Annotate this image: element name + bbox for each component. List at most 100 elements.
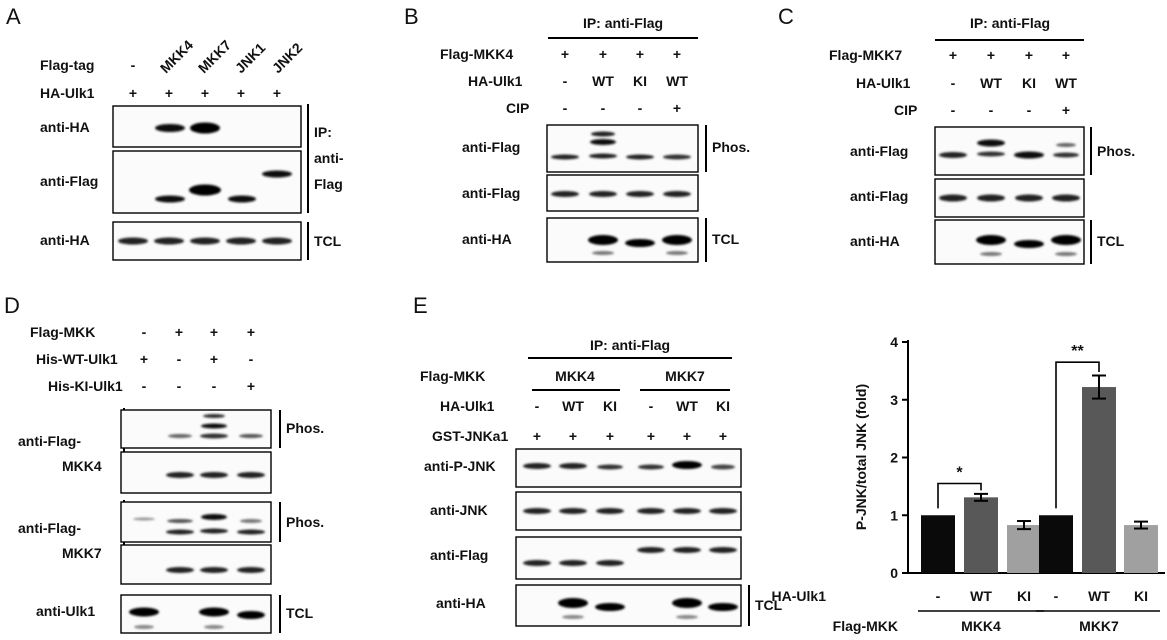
band bbox=[626, 154, 654, 160]
blot-strip-a-2 bbox=[112, 150, 302, 214]
cell: + bbox=[247, 324, 255, 340]
band bbox=[589, 153, 617, 159]
panel-letter-c: C bbox=[778, 4, 794, 29]
band bbox=[166, 472, 194, 478]
band bbox=[1015, 194, 1043, 202]
band bbox=[558, 598, 588, 608]
cell: WT bbox=[592, 73, 614, 89]
row-label-e-2: HA-Ulk1 bbox=[440, 398, 495, 414]
panel-letter-b: B bbox=[404, 4, 419, 29]
band bbox=[200, 433, 228, 439]
cell: + bbox=[247, 378, 255, 394]
band bbox=[976, 235, 1006, 245]
bar bbox=[1039, 515, 1073, 573]
band bbox=[708, 603, 738, 611]
band bbox=[637, 508, 665, 514]
cell: - bbox=[142, 378, 147, 394]
band bbox=[709, 547, 737, 553]
band bbox=[190, 122, 220, 134]
blot-label-c-2: anti-Flag bbox=[850, 188, 908, 204]
panel-b: B IP: anti-Flag Flag-MKK4 HA-Ulk1 CIP + … bbox=[404, 4, 750, 263]
cell: + bbox=[569, 428, 577, 444]
ha-sign-a-1: + bbox=[129, 85, 137, 101]
cell: - bbox=[951, 102, 956, 118]
band bbox=[980, 252, 1002, 256]
cell: KI bbox=[716, 398, 730, 414]
band bbox=[591, 131, 615, 137]
band bbox=[203, 414, 225, 418]
band bbox=[663, 191, 691, 197]
blot-label-e-2: anti-JNK bbox=[430, 502, 488, 518]
y-tick-label: 4 bbox=[890, 334, 898, 350]
lane-label-a-4: JNK1 bbox=[232, 39, 269, 76]
cell: - bbox=[638, 100, 643, 116]
band bbox=[239, 434, 263, 438]
cell: - bbox=[142, 324, 147, 340]
band bbox=[977, 194, 1005, 202]
cell: KI bbox=[633, 73, 647, 89]
band bbox=[240, 519, 262, 523]
band bbox=[551, 154, 579, 160]
band bbox=[676, 615, 698, 619]
panel-letter-e: E bbox=[413, 293, 428, 318]
ha-sign-a-4: + bbox=[237, 85, 245, 101]
band bbox=[559, 560, 587, 566]
lane-label-a-2: MKK4 bbox=[157, 37, 197, 77]
ha-sign-a-3: + bbox=[201, 85, 209, 101]
band bbox=[237, 567, 265, 573]
panel-c: C IP: anti-Flag Flag-MKK7 HA-Ulk1 CIP + … bbox=[778, 4, 1135, 265]
group-label-e-2: MKK7 bbox=[665, 368, 705, 384]
row-label-d-2: His-WT-Ulk1 bbox=[36, 351, 118, 367]
significance-label: ** bbox=[1071, 343, 1084, 360]
cell: + bbox=[987, 47, 995, 63]
y-tick-label: 3 bbox=[890, 392, 898, 408]
band bbox=[523, 508, 551, 514]
cell: + bbox=[210, 324, 218, 340]
band bbox=[977, 151, 1005, 157]
cell: + bbox=[140, 351, 148, 367]
band bbox=[201, 423, 227, 429]
band bbox=[200, 567, 228, 573]
blot-strip-c-1 bbox=[934, 126, 1085, 176]
cell: WT bbox=[676, 398, 698, 414]
tcl-label-e: TCL bbox=[755, 597, 783, 613]
cell: - bbox=[212, 378, 217, 394]
bar-chart: P-JNK/total JNK (fold) HA-Ulk1 Flag-MKK … bbox=[772, 334, 1165, 634]
cell: - bbox=[563, 73, 568, 89]
cell: WT bbox=[980, 75, 1002, 91]
blot-strip-e-1 bbox=[515, 448, 742, 488]
row-label-c-1: Flag-MKK7 bbox=[829, 47, 902, 63]
blot-label-c-3: anti-HA bbox=[850, 233, 900, 249]
bar bbox=[1124, 525, 1158, 573]
band bbox=[663, 154, 691, 160]
band bbox=[166, 567, 194, 573]
band bbox=[672, 598, 702, 608]
phos-label-d-2: Phos. bbox=[286, 514, 324, 530]
blot-strip-b-1 bbox=[546, 124, 699, 173]
cell: + bbox=[673, 100, 681, 116]
band bbox=[939, 194, 967, 202]
band bbox=[1056, 143, 1076, 147]
significance-bracket bbox=[937, 482, 982, 509]
bar bbox=[1082, 387, 1116, 573]
band bbox=[154, 237, 184, 245]
cell: + bbox=[949, 47, 957, 63]
band bbox=[597, 464, 623, 470]
phos-label-c: Phos. bbox=[1097, 143, 1135, 159]
band bbox=[1052, 194, 1080, 202]
band bbox=[201, 514, 227, 520]
band bbox=[666, 251, 688, 255]
cell: + bbox=[1025, 47, 1033, 63]
ha-sign-a-5: + bbox=[273, 85, 281, 101]
band bbox=[626, 191, 654, 197]
lane-label-a-3: MKK7 bbox=[195, 37, 235, 77]
row-label-e-1: Flag-MKK bbox=[420, 368, 485, 384]
cell: + bbox=[175, 324, 183, 340]
cell: KI bbox=[603, 398, 617, 414]
blot-label-d-1a: anti-Flag- bbox=[18, 433, 81, 449]
cell: WT bbox=[1055, 75, 1077, 91]
flag-tag-label: Flag-tag bbox=[40, 57, 94, 73]
band bbox=[673, 547, 701, 553]
band bbox=[977, 139, 1005, 147]
blot-strip-e-4 bbox=[515, 584, 742, 627]
